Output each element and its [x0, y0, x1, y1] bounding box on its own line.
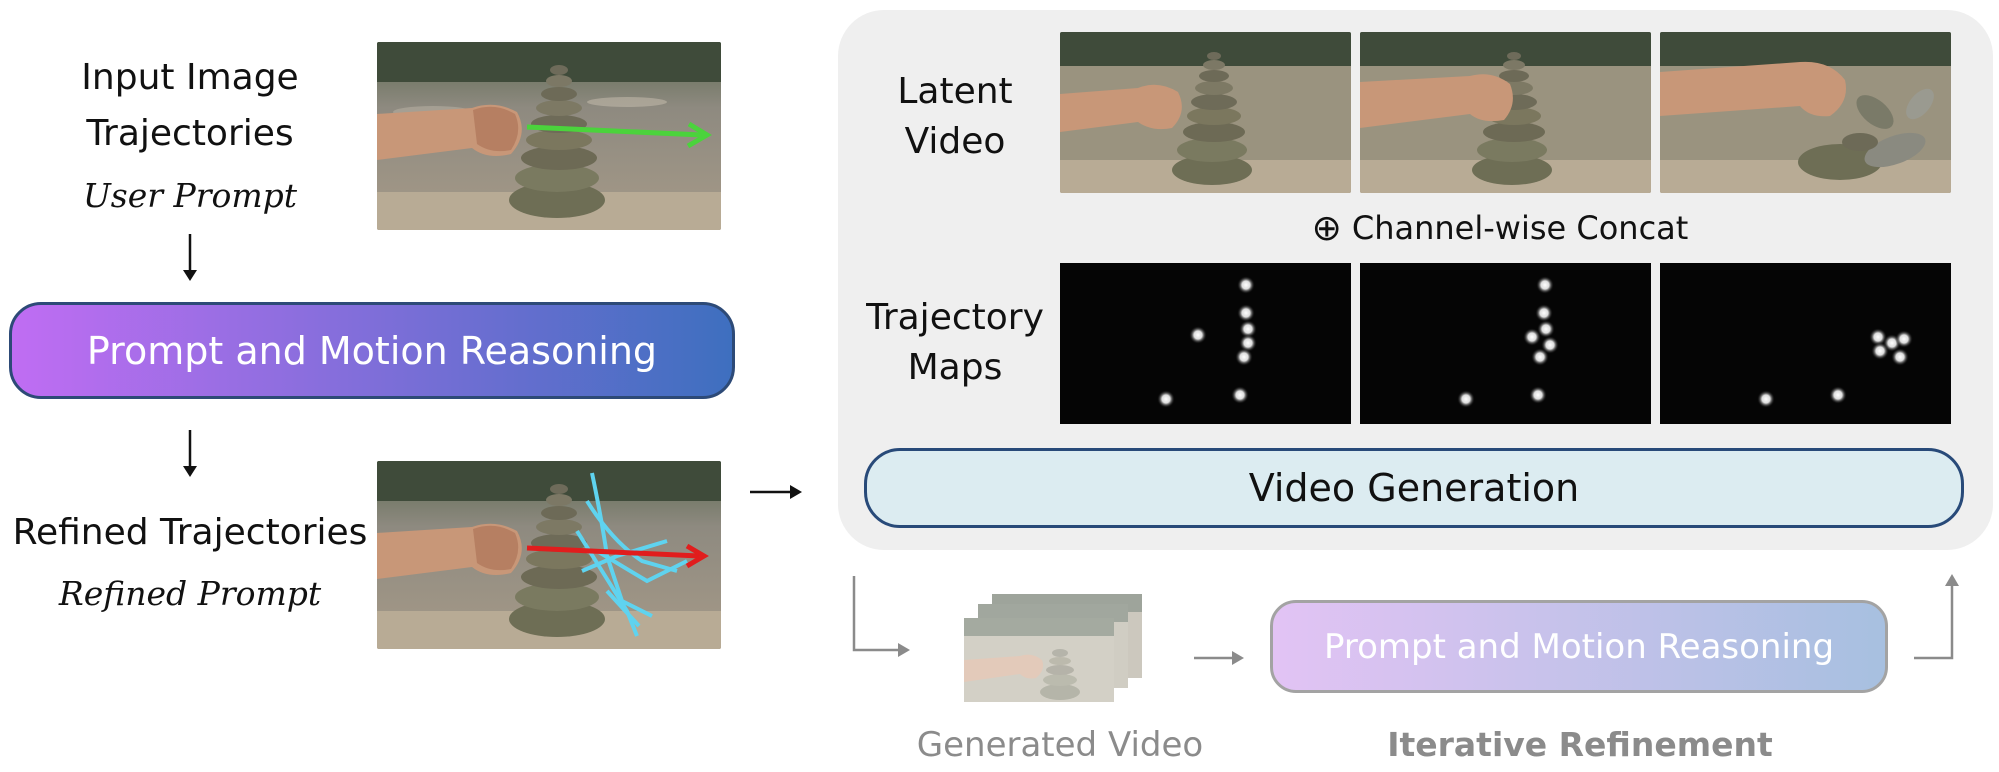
trajectory-maps-label-line1: Trajectory [866, 297, 1044, 338]
input-image-illustration [377, 42, 721, 230]
refined-image [377, 461, 721, 649]
refined-trajectories-label: Refined Trajectories [12, 512, 368, 553]
input-image-label: Input Image [81, 57, 299, 98]
iterative-refinement-label: Iterative Refinement [1387, 725, 1773, 764]
input-image [377, 42, 721, 230]
latent-video-label-line2: Video [904, 121, 1006, 162]
trajectory-map-2 [1360, 263, 1651, 424]
prompt-motion-reasoning-label: Prompt and Motion Reasoning [86, 328, 658, 373]
latent-frame-3 [1660, 32, 1951, 193]
corner-arrow-up-to-panel [1914, 574, 1959, 660]
refine-reasoning-label: Prompt and Motion Reasoning [1323, 626, 1835, 667]
down-arrow-1 [183, 234, 197, 281]
refined-prompt-label: Refined Prompt [58, 574, 322, 613]
video-generation-label: Video Generation [1248, 466, 1580, 510]
video-generation-box: Video Generation [864, 448, 1964, 528]
user-prompt-label: User Prompt [82, 176, 298, 215]
latent-frame-1 [1060, 32, 1351, 193]
refined-image-illustration [377, 461, 721, 649]
trajectory-map-2-dots [1457, 276, 1559, 408]
channel-wise-concat-label: Channel-wise Concat [1351, 209, 1689, 247]
arrow-to-refine [1194, 651, 1244, 665]
trajectory-map-3-dots [1757, 328, 1913, 408]
latent-frame-2 [1360, 32, 1651, 193]
trajectory-map-1 [1060, 263, 1351, 424]
right-arrow-into-panel [750, 485, 802, 499]
trajectory-map-3 [1660, 263, 1951, 424]
latent-video-label-line1: Latent [897, 71, 1013, 112]
corner-arrow-to-generated [852, 576, 910, 657]
generated-video-label: Generated Video [916, 725, 1204, 765]
trajectories-label: Trajectories [86, 113, 294, 154]
down-arrow-2 [183, 430, 197, 477]
concat-plus-icon: ⊕ [1311, 207, 1342, 249]
latent-frame-1-illustration [1060, 32, 1351, 193]
refine-reasoning-box: Prompt and Motion Reasoning [1270, 600, 1888, 693]
latent-frame-2-illustration [1360, 32, 1651, 193]
channel-concat-row: ⊕ Channel-wise Concat [1300, 204, 1700, 252]
trajectory-maps-label-line2: Maps [907, 347, 1003, 388]
generated-video-illustration [964, 594, 1142, 702]
trajectory-map-1-dots [1157, 276, 1257, 408]
latent-frame-3-illustration [1660, 32, 1951, 193]
prompt-motion-reasoning-box: Prompt and Motion Reasoning [9, 302, 735, 399]
generated-video-stack [960, 592, 1160, 712]
